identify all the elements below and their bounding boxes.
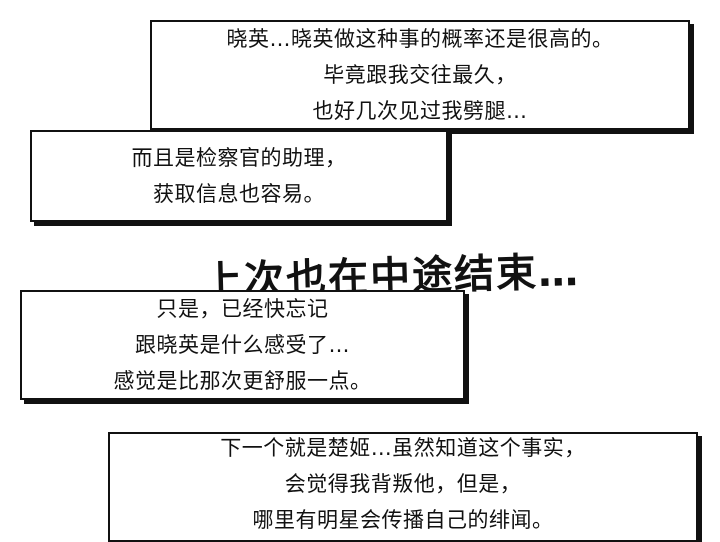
speech-box-4: 下一个就是楚姬…虽然知道这个事实， 会觉得我背叛他，但是， 哪里有明星会传播自己… [108,432,698,542]
panel-3-line-1: 只是，已经快忘记 [156,297,329,321]
panel-4-line-3: 哪里有明星会传播自己的绯闻。 [252,508,554,532]
speech-box-3: 只是，已经快忘记 跟晓英是什么感受了… 感觉是比那次更舒服一点。 [20,290,465,400]
panel-2-line-1: 而且是检察官的助理， [131,146,347,170]
panel-3-line-2: 跟晓英是什么感受了… [135,333,350,357]
panel-2-line-2: 获取信息也容易。 [153,182,325,206]
panel-4-line-1: 下一个就是楚姬…虽然知道这个事实， [220,436,586,460]
panel-1-line-2: 毕竟跟我交往最久， [323,63,517,87]
panel-4-line-2: 会觉得我背叛他，但是， [284,472,522,496]
panel-3-line-3: 感觉是比那次更舒服一点。 [113,369,372,393]
speech-box-2: 而且是检察官的助理， 获取信息也容易。 [30,130,448,222]
panel-1-line-1: 晓英…晓英做这种事的概率还是很高的。 [226,27,614,51]
speech-box-1: 晓英…晓英做这种事的概率还是很高的。 毕竟跟我交往最久， 也好几次见过我劈腿… [150,20,690,130]
panel-1-line-3: 也好几次见过我劈腿… [312,99,528,123]
